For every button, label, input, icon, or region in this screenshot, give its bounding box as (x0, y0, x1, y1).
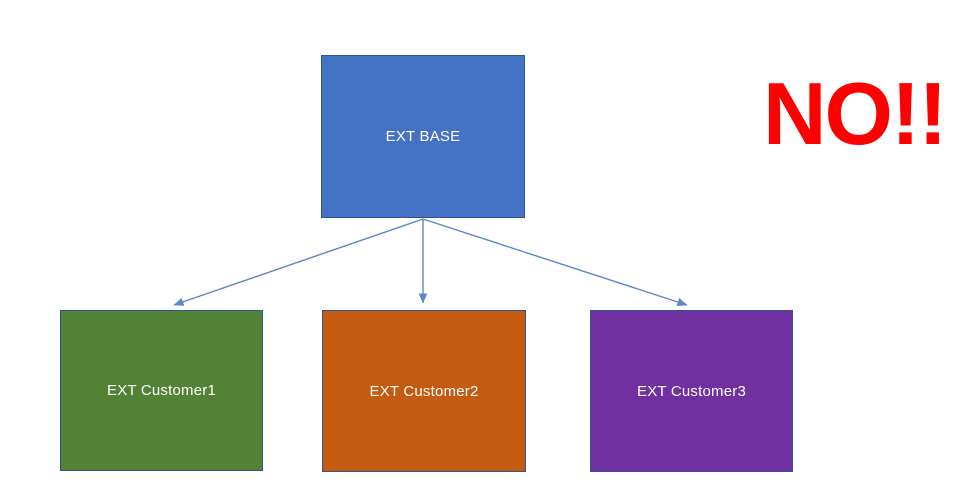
node-ext-customer1: EXT Customer1 (60, 310, 263, 471)
node-ext-customer3: EXT Customer3 (590, 310, 793, 472)
node-ext-base: EXT BASE (321, 55, 525, 218)
node-ext-customer2-label: EXT Customer2 (369, 382, 479, 400)
no-annotation: NO!! (763, 64, 948, 163)
node-ext-customer3-label: EXT Customer3 (636, 382, 747, 400)
node-ext-base-label: EXT BASE (385, 128, 461, 145)
node-ext-customer2: EXT Customer2 (322, 310, 526, 472)
connector-base-to-customer3 (422, 218, 688, 307)
connector-base-to-customer1 (173, 218, 424, 306)
node-ext-customer1-label: EXT Customer1 (106, 382, 217, 399)
